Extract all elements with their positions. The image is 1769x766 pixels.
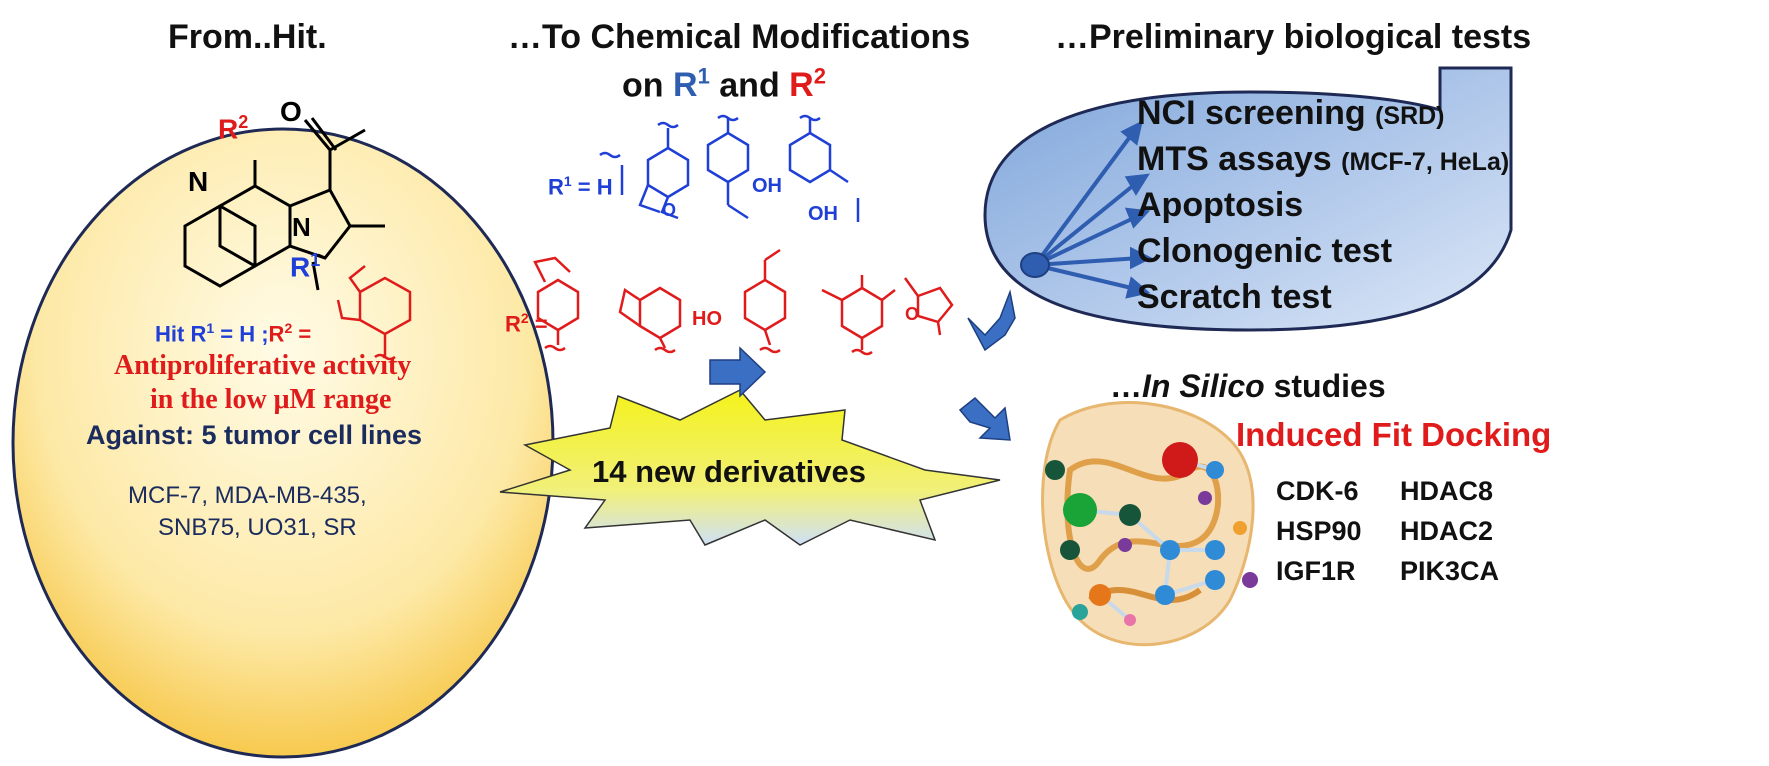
bio-rays <box>1033 120 1153 299</box>
r2-substituents <box>533 248 954 356</box>
hit-r2-sup: 2 <box>238 112 249 132</box>
r1-substituents <box>599 114 860 222</box>
mod-r1-letter: R <box>548 174 564 200</box>
r2-equals: R2 = <box>505 310 548 337</box>
target-hsp90: HSP90 <box>1276 516 1362 546</box>
insilico-suffix: studies <box>1264 368 1386 404</box>
header-r2-sup: 2 <box>813 64 826 89</box>
hit-r1-sup: 1 <box>310 250 321 270</box>
r1-oh-2: OH <box>808 203 838 225</box>
against-tumor-lines: Against: 5 tumor cell lines <box>86 420 423 450</box>
header-insilico: …In Silico studies <box>1110 368 1386 405</box>
hit-r2-benzodioxole <box>336 265 412 361</box>
hit-line-r1: R <box>190 321 207 347</box>
header-preliminary-tests: …Preliminary biological tests <box>1055 18 1532 56</box>
target-cdk6: CDK-6 <box>1276 476 1359 506</box>
hit-line-r1-sup: 1 <box>206 320 215 336</box>
r2-furan-o: O <box>905 304 920 324</box>
header-r1-letter: R <box>673 66 698 105</box>
bio-test-mts-label: MTS assays <box>1137 140 1332 178</box>
arrow-to-bio <box>967 289 1016 352</box>
induced-fit-docking: Induced Fit Docking <box>1236 416 1552 453</box>
cell-lines-2: SNB75, UO31, SR <box>158 514 357 541</box>
mod-r1-eq: = H <box>571 174 613 200</box>
hit-structure <box>183 117 385 291</box>
cell-lines-1: MCF-7, MDA-MB-435, <box>128 482 367 509</box>
mod-r2-sup: 2 <box>520 310 529 326</box>
hit-r1-letter: R <box>290 251 311 283</box>
hit-r2-letter: R <box>218 113 239 145</box>
r1-oh-1: OH <box>752 175 782 197</box>
arrow-down-to-burst <box>709 346 767 398</box>
hit-line-r2-sup: 2 <box>284 320 293 336</box>
insilico-prefix: … <box>1110 368 1142 404</box>
burst-shape <box>499 389 1001 546</box>
arrow-to-insilico <box>958 396 1011 441</box>
bio-test-nci-note: (SRD) <box>1375 102 1445 130</box>
r1-equals-h: R1 = H <box>548 173 613 200</box>
header-r1-sup: 1 <box>697 64 710 89</box>
header-r2: R2 <box>789 64 826 105</box>
r1-o-ring: O <box>662 200 677 220</box>
header-r2-letter: R <box>789 66 814 105</box>
atom-o-carbonyl: O <box>280 96 302 127</box>
insilico-italic: In Silico <box>1142 368 1265 404</box>
bio-test-nci: NCI screening (SRD) <box>1137 94 1445 133</box>
hit-word: Hit <box>155 321 191 347</box>
target-pik3ca: PIK3CA <box>1400 556 1500 586</box>
r2-ho: HO <box>692 308 722 330</box>
bio-hub <box>1020 252 1050 278</box>
atom-n-pyrrole: N <box>292 212 311 242</box>
hit-line-eq1: = H ; <box>214 321 269 347</box>
bio-test-mts-note: (MCF-7, HeLa) <box>1341 148 1510 176</box>
bio-test-scratch: Scratch test <box>1137 278 1332 316</box>
header-on-r1-r2: on R1 and R2 <box>622 64 826 105</box>
bio-test-mts: MTS assays (MCF-7, HeLa) <box>1137 140 1509 179</box>
hit-r2-label: R2 <box>218 112 248 145</box>
header-from-hit: From..Hit. <box>168 18 327 56</box>
burst-new-derivatives: 14 new derivatives <box>592 454 866 489</box>
activity-line-2: in the low μM range <box>150 384 392 415</box>
protein-illustration <box>1041 401 1258 647</box>
bio-test-clonogenic: Clonogenic test <box>1137 232 1393 270</box>
bio-test-nci-label: NCI screening <box>1137 94 1366 132</box>
mod-r2-letter: R <box>505 311 521 337</box>
header-to-modifications: …To Chemical Modifications <box>508 18 971 56</box>
mod-r1-sup: 1 <box>563 173 572 189</box>
hit-r1-label: R1 <box>290 250 320 283</box>
header-and: and <box>719 66 780 105</box>
target-hdac2: HDAC2 <box>1400 516 1494 546</box>
hit-line-r2: R <box>268 321 285 347</box>
hit-line-eq2: = <box>292 321 312 347</box>
header-r1: R1 <box>673 64 710 105</box>
target-hdac8: HDAC8 <box>1400 476 1494 506</box>
hit-definition: Hit R1 = H ;R2 = <box>155 320 311 347</box>
target-igf1r: IGF1R <box>1276 556 1356 586</box>
header-on: on <box>622 66 664 105</box>
bio-bubble <box>983 66 1513 332</box>
mod-r2-eq: = <box>528 311 548 337</box>
activity-line-1: Antiproliferative activity <box>114 350 412 381</box>
bio-test-apoptosis: Apoptosis <box>1137 186 1304 224</box>
atom-n-pyridine: N <box>188 166 209 197</box>
